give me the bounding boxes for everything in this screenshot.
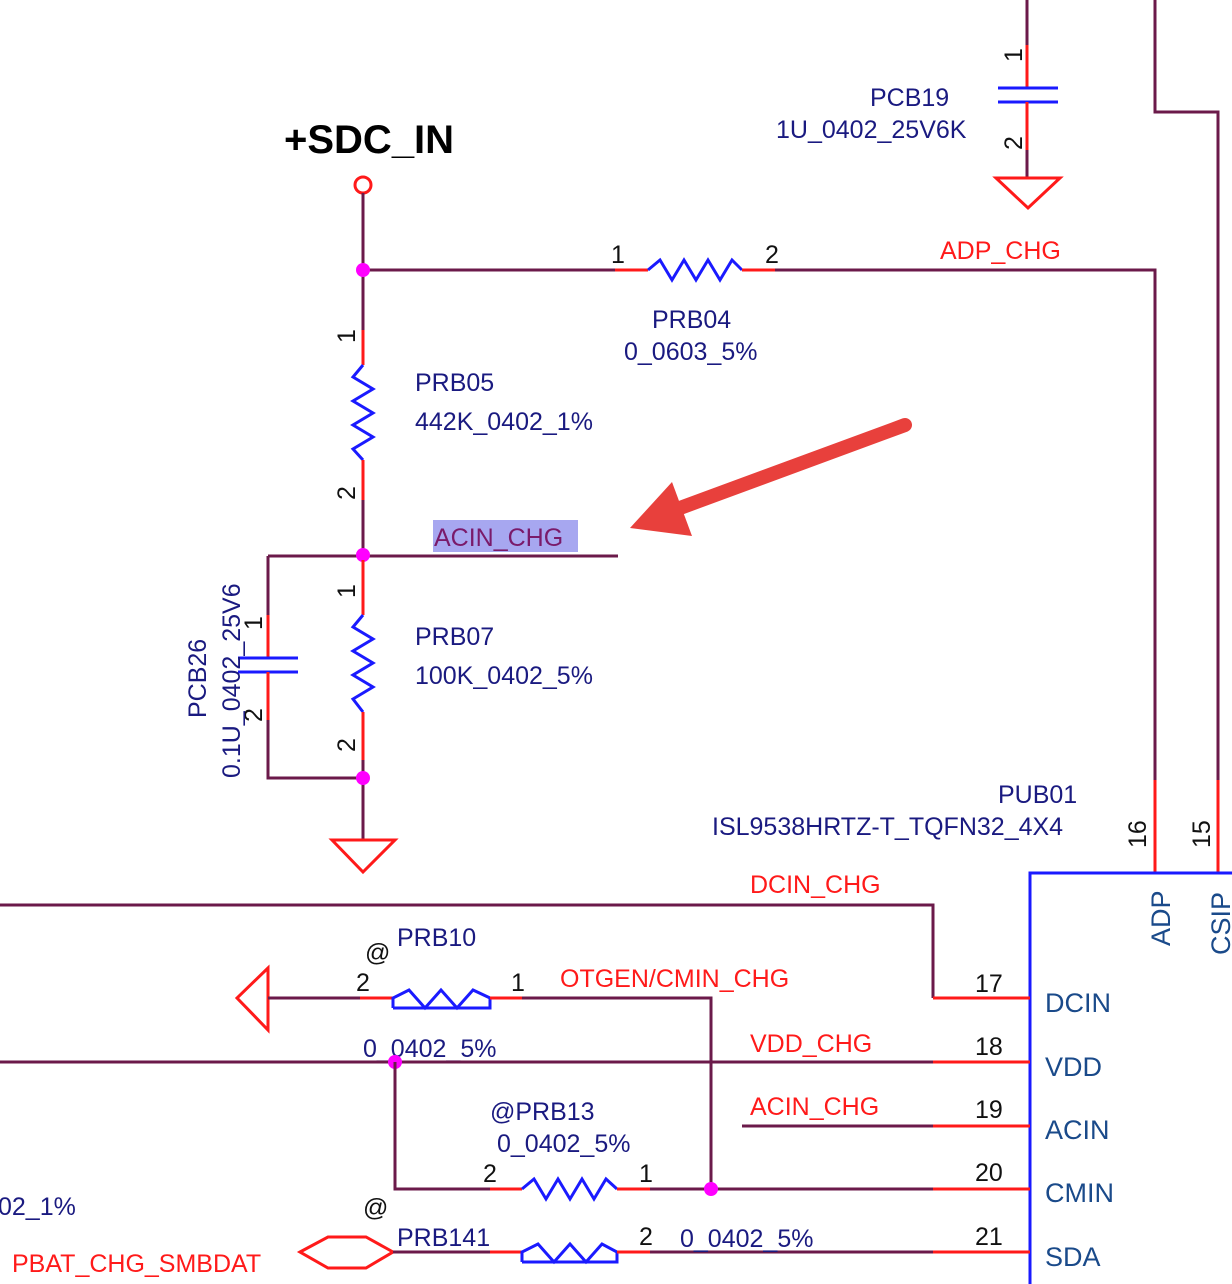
schematic-line — [350, 364, 376, 462]
schematic-text: @ — [365, 939, 390, 967]
junction-dot — [356, 263, 370, 277]
schematic-text: @PRB13 — [490, 1098, 595, 1126]
schematic-text: CSIP — [1206, 892, 1232, 955]
schematic-text: ACIN — [1045, 1115, 1110, 1145]
schematic-line — [521, 1176, 619, 1202]
ground-icon — [992, 176, 1064, 211]
schematic-text: ISL9538HRTZ-T_TQFN32_4X4 — [712, 813, 1063, 841]
schematic-text: DCIN — [1045, 988, 1111, 1018]
schematic-line — [0, 903, 935, 998]
schematic-text: PCB26 — [184, 639, 212, 718]
ground-icon — [234, 964, 270, 1034]
schematic-text: PRB10 — [397, 924, 476, 952]
schematic-line — [673, 418, 912, 515]
schematic-text: ADP — [1146, 890, 1176, 946]
ic-pub01: PUB01 ISL9538HRTZ-T_TQFN32_4X4 16 15 ADP… — [712, 781, 1232, 1284]
schematic-text: PUB01 — [998, 781, 1077, 809]
junction-dot — [356, 548, 370, 562]
schematic-text: PRB05 — [415, 369, 494, 397]
schematic-text: 1 — [639, 1160, 653, 1188]
junction-dot — [356, 771, 370, 785]
capacitor-pcb19: 1 2 PCB19 1U_0402_25V6K — [776, 0, 1064, 211]
net-label: OTGEN/CMIN_CHG — [560, 965, 789, 993]
schematic-text: 1 — [333, 329, 361, 343]
schematic-text: 0_0603_5% — [624, 338, 757, 366]
schematic-line — [630, 482, 692, 536]
net-label: PBAT_CHG_SMBDAT — [12, 1250, 261, 1278]
resistor-prb10: @ PRB10 2 1 0_0402_5% OTGEN/CMIN_CHG — [234, 924, 789, 1189]
wire-csip — [1153, 0, 1220, 780]
resistor-prb04: 1 2 ADP_CHG PRB04 0_0603_5% — [363, 237, 1157, 873]
schematic-line — [647, 257, 744, 283]
partial-value-label: 02_1% — [0, 1193, 76, 1221]
schematic-text: 2 — [356, 969, 370, 997]
schematic-text: 0_0402_5% — [497, 1130, 630, 1158]
schematic-text: VDD — [1045, 1052, 1102, 1082]
schematic-line — [393, 1062, 490, 1191]
schematic-text: 1 — [240, 616, 268, 630]
schematic-text: PRB141 — [397, 1224, 490, 1252]
resistor-prb13: @PRB13 0_0402_5% 2 1 — [393, 1062, 1030, 1202]
bidirectional-port-icon — [296, 1235, 397, 1270]
schematic-text: @ — [363, 1194, 388, 1222]
schematic-text: 15 — [1188, 820, 1216, 848]
schematic-text: 2 — [333, 738, 361, 752]
capacitor-pcb26: 1 2 PCB26 0.1U_0402_25V6 — [184, 583, 363, 780]
schematic-text: CMIN — [1045, 1178, 1114, 1208]
schematic-text: 20 — [975, 1159, 1003, 1187]
schematic-text: 442K_0402_1% — [415, 408, 593, 436]
net-label-highlighted[interactable]: ACIN_CHG — [434, 524, 563, 552]
pin-number: 2 — [1000, 136, 1028, 150]
schematic-text: 17 — [975, 970, 1003, 998]
schematic-text: 1 — [333, 584, 361, 598]
schematic-text: 19 — [975, 1096, 1003, 1124]
ground-icon — [328, 838, 399, 875]
schematic-text: 0.1U_0402_25V6 — [218, 583, 246, 778]
schematic-text: 16 — [1124, 820, 1152, 848]
schematic-text: 1 — [511, 969, 525, 997]
schematic-line — [520, 1241, 619, 1265]
power-port-icon — [353, 175, 373, 195]
schematic-text: 2 — [483, 1160, 497, 1188]
schematic-text: 21 — [975, 1223, 1003, 1251]
schematic-text: 1 — [611, 241, 625, 269]
schematic-line — [266, 720, 363, 780]
schematic-text: PRB04 — [652, 306, 731, 334]
schematic-text: SDA — [1045, 1242, 1101, 1272]
resistor-prb05: 1 2 PRB05 442K_0402_1% — [333, 329, 593, 555]
resistor-prb07: 1 2 PRB07 100K_0402_5% — [328, 560, 593, 875]
junction-dot — [704, 1182, 718, 1196]
schematic-text: 0_0402_5% — [680, 1225, 813, 1253]
net-label: DCIN_CHG — [750, 871, 881, 899]
ref-label: PCB19 — [870, 84, 949, 112]
selection-highlight — [433, 520, 578, 552]
schematic-text: 18 — [975, 1033, 1003, 1061]
schematic-line — [775, 268, 1157, 780]
schematic-text: PRB07 — [415, 623, 494, 651]
ic-body — [1028, 871, 1232, 1284]
schematic-text: 2 — [333, 486, 361, 500]
schematic-text: 100K_0402_5% — [415, 662, 593, 690]
pin-number: 1 — [1000, 48, 1028, 62]
power-net-label: +SDC_IN — [284, 118, 454, 162]
net-label: ACIN_CHG — [750, 1093, 879, 1121]
value-label: 1U_0402_25V6K — [776, 116, 967, 144]
net-label: ADP_CHG — [940, 237, 1061, 265]
resistor-prb141: @ PRB141 2 0_0402_5% PBAT_CHG_SMBDAT — [12, 1194, 1030, 1278]
schematic-line — [391, 987, 492, 1011]
schematic-text: 2 — [765, 241, 779, 269]
schematic-line — [522, 996, 713, 1189]
schematic-text: 2 — [240, 708, 268, 722]
schematic-text: 0_0402_5% — [363, 1035, 496, 1063]
net-label: VDD_CHG — [750, 1030, 872, 1058]
schematic-text: 2 — [639, 1223, 653, 1251]
annotation-arrow — [630, 418, 912, 536]
schematic-line — [350, 614, 376, 713]
partial-ref-label: l — [0, 1160, 2, 1188]
